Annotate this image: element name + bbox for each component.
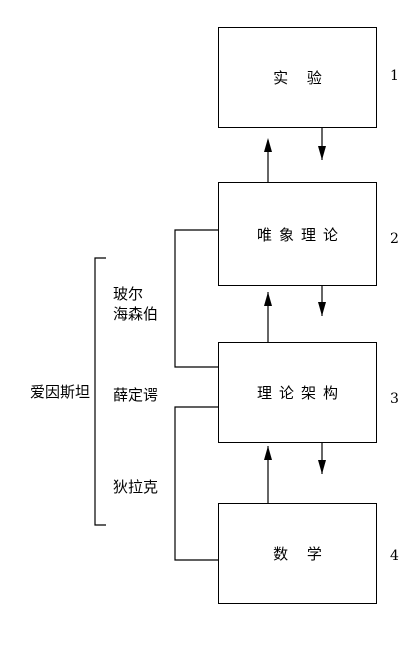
arrowhead-down-1-to-2: [318, 146, 326, 160]
box-framework: 理论架构: [218, 342, 377, 443]
level-number-1: 1: [390, 68, 399, 84]
box-math: 数 学: [218, 503, 377, 604]
loop-line-phenomenology-framework: [174, 229, 218, 368]
level-number-3: 3: [390, 391, 399, 407]
box-math-label: 数 学: [273, 545, 329, 563]
label-dirac: 狄拉克: [113, 478, 159, 496]
arrowhead-up-2-to-1: [264, 138, 272, 152]
people-bracket: [94, 257, 106, 526]
box-experiment-label: 实 验: [273, 69, 329, 87]
arrowhead-down-3-to-4: [318, 460, 326, 474]
level-number-4: 4: [390, 548, 399, 564]
level-number-2: 2: [390, 231, 399, 247]
label-einstein: 爱因斯坦: [30, 383, 91, 401]
box-phenomenology-label: 唯象理论: [256, 225, 345, 244]
box-experiment: 实 验: [218, 27, 377, 128]
arrowhead-up-4-to-3: [264, 446, 272, 460]
arrowhead-up-3-to-2: [264, 292, 272, 306]
box-phenomenology: 唯象理论: [218, 182, 377, 286]
label-bohr: 玻尔: [113, 285, 144, 303]
loop-line-framework-math: [174, 406, 218, 561]
box-framework-label: 理论架构: [256, 384, 345, 402]
arrowhead-down-2-to-3: [318, 302, 326, 316]
label-heisenberg: 海森伯: [113, 305, 159, 323]
label-schrodinger: 薛定谔: [113, 386, 159, 404]
